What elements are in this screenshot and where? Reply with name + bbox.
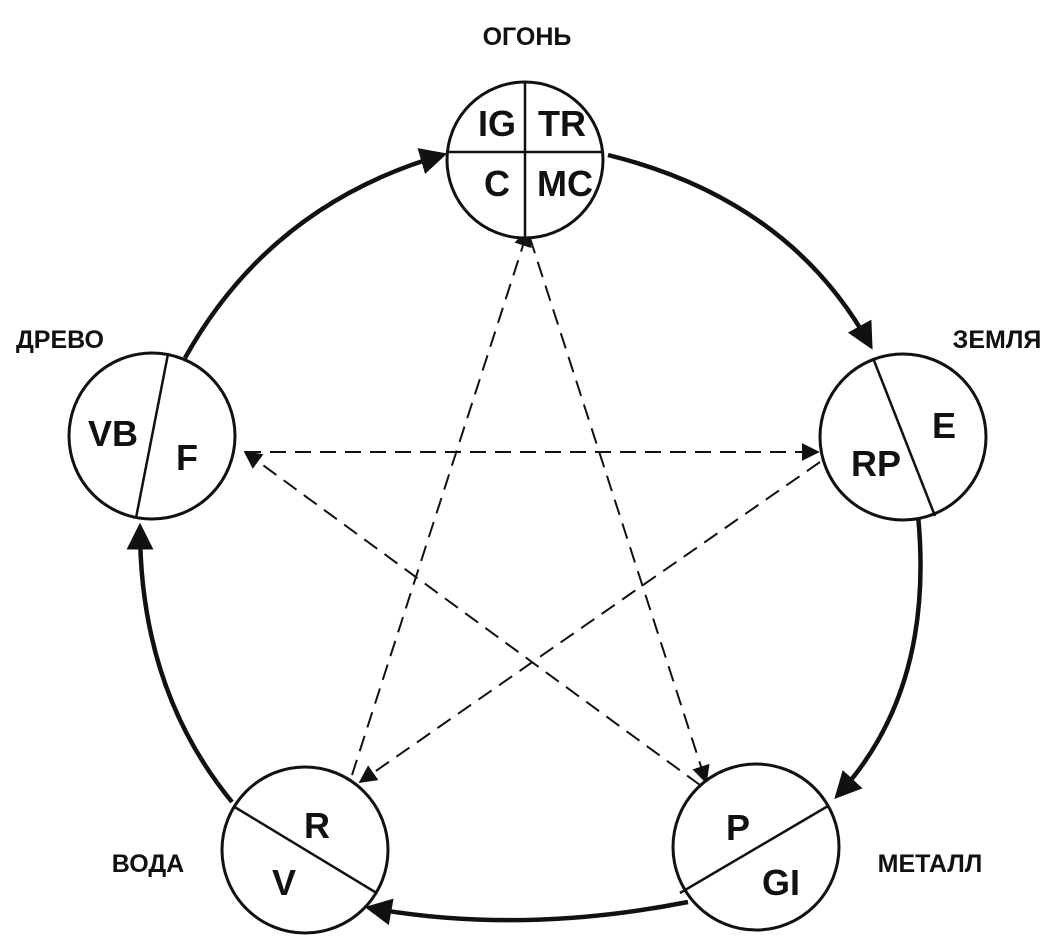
ctrl-arrow-fire-metal (529, 237, 710, 784)
gen-arrow-metal-water (364, 898, 689, 926)
organ-label-r: R (304, 805, 330, 846)
node-metal-divider (679, 804, 829, 895)
node-earth-divider (871, 357, 937, 517)
element-label-water: ВОДА (112, 850, 184, 878)
ctrl-arrow-water-fire (351, 228, 532, 776)
element-label-earth: ЗЕМЛЯ (953, 326, 1042, 354)
ctrl-arrow-earth-water (358, 461, 821, 784)
element-label-metal: МЕТАЛЛ (878, 850, 983, 878)
organ-label-rp: RP (851, 443, 901, 484)
node-earth: E RP ЗЕМЛЯ (818, 326, 1042, 522)
node-water-divider (232, 804, 376, 894)
gen-arrow-earth-metal (834, 514, 923, 799)
organ-label-vb: VB (88, 413, 138, 454)
organ-label-v: V (272, 862, 296, 903)
node-fire: IG TR C MC ОГОНЬ (445, 23, 605, 240)
gen-arrow-wood-fire (183, 148, 448, 360)
controlling-cycle (243, 228, 821, 786)
node-water: R V ВОДА (112, 765, 390, 935)
organ-label-c: C (484, 163, 510, 204)
organ-label-ig: IG (478, 103, 516, 144)
organ-label-e: E (932, 405, 956, 446)
gen-arrow-water-wood (126, 522, 234, 804)
element-label-wood: ДРЕВО (16, 326, 104, 354)
node-metal: P GI МЕТАЛЛ (671, 762, 983, 932)
node-wood-divider (134, 353, 170, 519)
ctrl-arrow-metal-wood (243, 450, 701, 786)
node-wood: VB F ДРЕВО (16, 326, 237, 521)
organ-label-tr: TR (538, 103, 586, 144)
organ-label-p: P (726, 807, 750, 848)
organ-label-mc: MC (537, 163, 593, 204)
organ-label-f: F (176, 437, 198, 478)
element-label-fire: ОГОНЬ (483, 23, 572, 51)
gen-arrow-fire-earth (607, 152, 873, 350)
organ-label-gi: GI (762, 862, 800, 903)
generating-cycle (126, 148, 923, 926)
